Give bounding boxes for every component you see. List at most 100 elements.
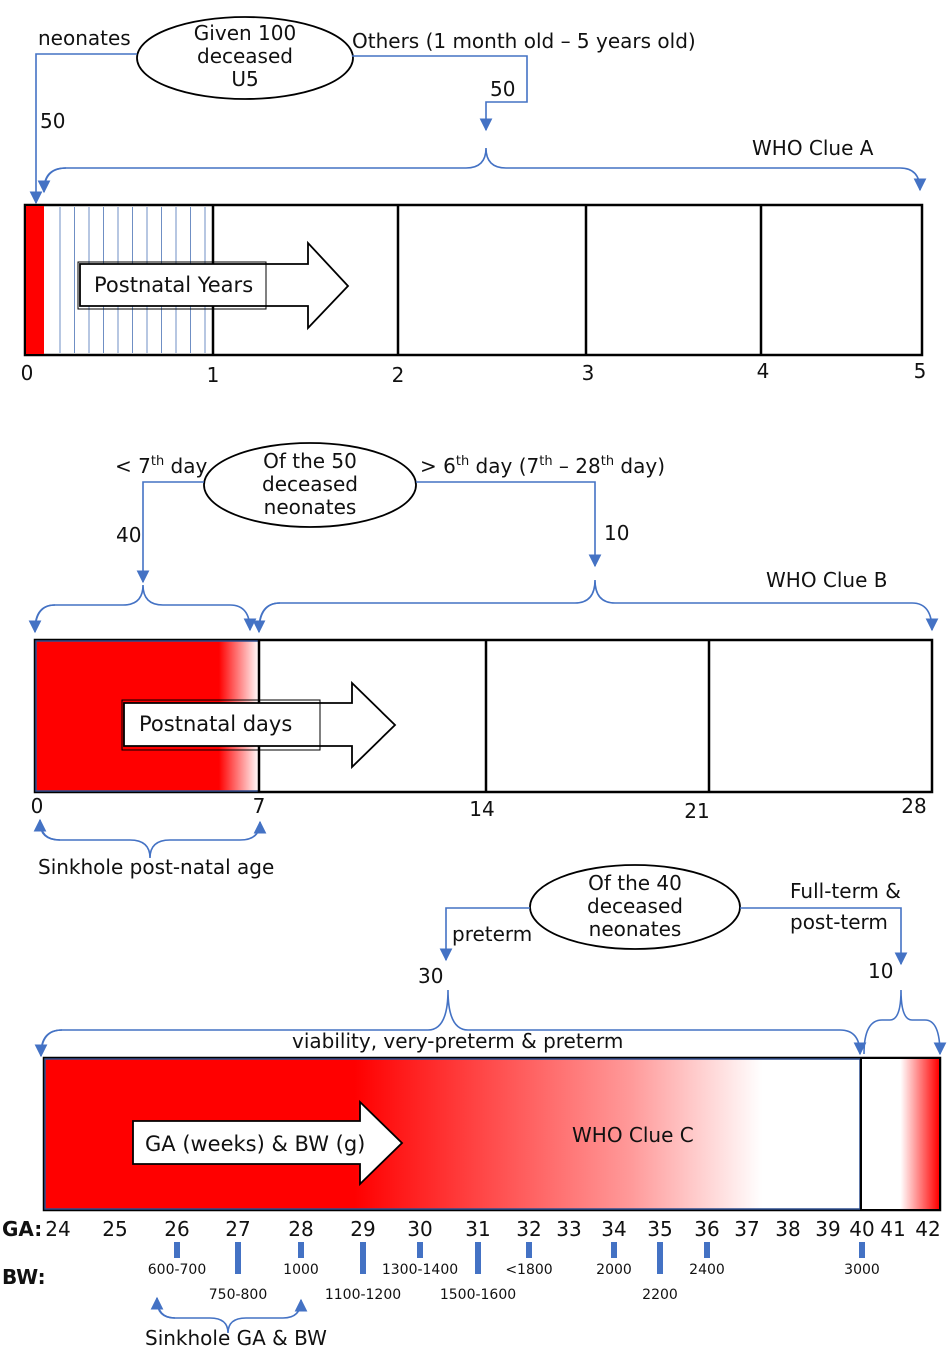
full-term-label-2: post-term (790, 910, 888, 934)
who-clue-b: WHO Clue B (766, 568, 888, 592)
tick-b-0: 0 (31, 794, 44, 818)
bw-marker-bar (657, 1242, 663, 1274)
who-clue-a: WHO Clue A (752, 136, 874, 160)
bw-markers: 600-700750-80010001100-12001300-14001500… (148, 1242, 880, 1303)
bw-label: 2400 (689, 1262, 725, 1278)
bw-marker-bar (611, 1242, 617, 1258)
ticks-b: 0 7 14 21 28 (31, 794, 927, 823)
ga-tick-40: 40 (849, 1217, 874, 1241)
ga-tick-36: 36 (694, 1217, 719, 1241)
sinkhole-post-natal-age: Sinkhole post-natal age (38, 855, 274, 879)
ga-tick-37: 37 (734, 1217, 759, 1241)
ga-tick-28: 28 (288, 1217, 313, 1241)
neonates-count: 50 (40, 109, 65, 133)
bw-marker-bar (360, 1242, 366, 1274)
bw-marker-bar (704, 1242, 710, 1258)
neonates-label: neonates (38, 26, 131, 50)
ga-tick-35: 35 (647, 1217, 672, 1241)
bw-marker-bar (298, 1242, 304, 1258)
ga-tick-27: 27 (225, 1217, 250, 1241)
bw-label: 2200 (642, 1287, 678, 1303)
others-connector (352, 55, 528, 132)
brace-c-right (863, 989, 947, 1056)
bw-marker-bar (475, 1242, 481, 1274)
post-term-red-gradient (862, 1059, 939, 1209)
ticks-a: 0 1 2 3 4 5 (21, 359, 927, 387)
tick-a-1: 1 (207, 363, 220, 387)
tick-a-5: 5 (914, 359, 927, 383)
bw-label: <1800 (505, 1262, 552, 1278)
others-count: 50 (490, 77, 515, 101)
tick-b-14: 14 (469, 797, 494, 821)
bw-label: 750-800 (209, 1287, 268, 1303)
who-clue-c: WHO Clue C (572, 1123, 694, 1147)
gt-6th-day-label: > 6th day (7th – 28th day) (420, 454, 665, 478)
sinkhole-brace-b (39, 820, 267, 859)
first-week-connector (136, 481, 204, 584)
preterm-connector (439, 907, 530, 962)
ellipse-of-50 (203, 442, 417, 528)
ellipse-b-line-2: deceased (262, 472, 358, 496)
preterm-label: preterm (452, 922, 532, 946)
ga-tick-39: 39 (815, 1217, 840, 1241)
ellipse-a-line-2: deceased (197, 44, 293, 68)
ga-tick-38: 38 (775, 1217, 800, 1241)
preterm-count: 30 (418, 964, 443, 988)
ellipse-c-line-3: neonates (589, 917, 682, 941)
brace-b-right-arrow (252, 602, 281, 634)
later-neonatal-count: 10 (604, 521, 629, 545)
bw-marker-bar (859, 1242, 865, 1258)
bw-label: 600-700 (148, 1262, 207, 1278)
ga-tick-42: 42 (915, 1217, 940, 1241)
bw-label: 1300-1400 (382, 1262, 458, 1278)
full-term-count: 10 (868, 959, 893, 983)
sinkhole-ga-bw: Sinkhole GA & BW (145, 1326, 327, 1349)
postnatal-days-arrow (123, 680, 397, 770)
ga-tick-25: 25 (102, 1217, 127, 1241)
bw-marker-bar (417, 1242, 423, 1258)
ellipse-b-line-3: neonates (264, 495, 357, 519)
neonatal-red-band (26, 206, 44, 354)
ga-tick-26: 26 (164, 1217, 189, 1241)
postnatal-years-label: Postnatal Years (94, 273, 253, 297)
others-label: Others (1 month old – 5 years old) (352, 29, 696, 53)
ellipse-of-40 (529, 864, 741, 950)
tick-a-0: 0 (21, 361, 34, 385)
tick-a-4: 4 (757, 359, 770, 383)
brace-b-left-arrow (28, 604, 56, 634)
tick-b-21: 21 (684, 799, 709, 823)
ga-tick-41: 41 (880, 1217, 905, 1241)
bw-label: 3000 (844, 1262, 880, 1278)
bw-row-label: BW: (2, 1265, 46, 1289)
bw-marker-bar (174, 1242, 180, 1258)
ga-tick-33: 33 (556, 1217, 581, 1241)
ga-bw-label: GA (weeks) & BW (g) (145, 1132, 365, 1156)
ga-row-label: GA: (2, 1217, 42, 1241)
ga-tick-29: 29 (350, 1217, 375, 1241)
bw-marker-bar (526, 1242, 532, 1258)
bw-label: 1100-1200 (325, 1287, 401, 1303)
ga-tick-30: 30 (407, 1217, 432, 1241)
lt-7th-day-label: < 7th day (115, 454, 207, 478)
sinkhole-brace-c-arrow (150, 1296, 176, 1319)
ellipse-c-line-2: deceased (587, 894, 683, 918)
sinkhole-brace-b-arrow (33, 818, 61, 841)
full-term-connector (740, 907, 908, 966)
panel-c: Of the 40 deceased neonates preterm Full… (2, 864, 947, 1349)
brace-c-left-arrow (34, 1029, 63, 1058)
panel-b: Of the 50 deceased neonates < 7th day > … (28, 442, 939, 879)
ga-tick-34: 34 (601, 1217, 626, 1241)
tick-b-28: 28 (901, 794, 926, 818)
panel-a: Given 100 deceased U5 neonates Others (1… (21, 16, 927, 387)
ellipse-a-line-3: U5 (231, 67, 258, 91)
bw-marker-bar (235, 1242, 241, 1274)
tick-a-3: 3 (582, 361, 595, 385)
first-week-count: 40 (116, 523, 141, 547)
postnatal-years-arrow (79, 240, 350, 331)
viability-preterm-label: viability, very-preterm & preterm (292, 1029, 623, 1053)
ellipse-c-line-1: Of the 40 (588, 871, 682, 895)
postnatal-years-label-box (77, 261, 267, 310)
bw-label: 2000 (596, 1262, 632, 1278)
ga-tick-24: 24 (45, 1217, 70, 1241)
